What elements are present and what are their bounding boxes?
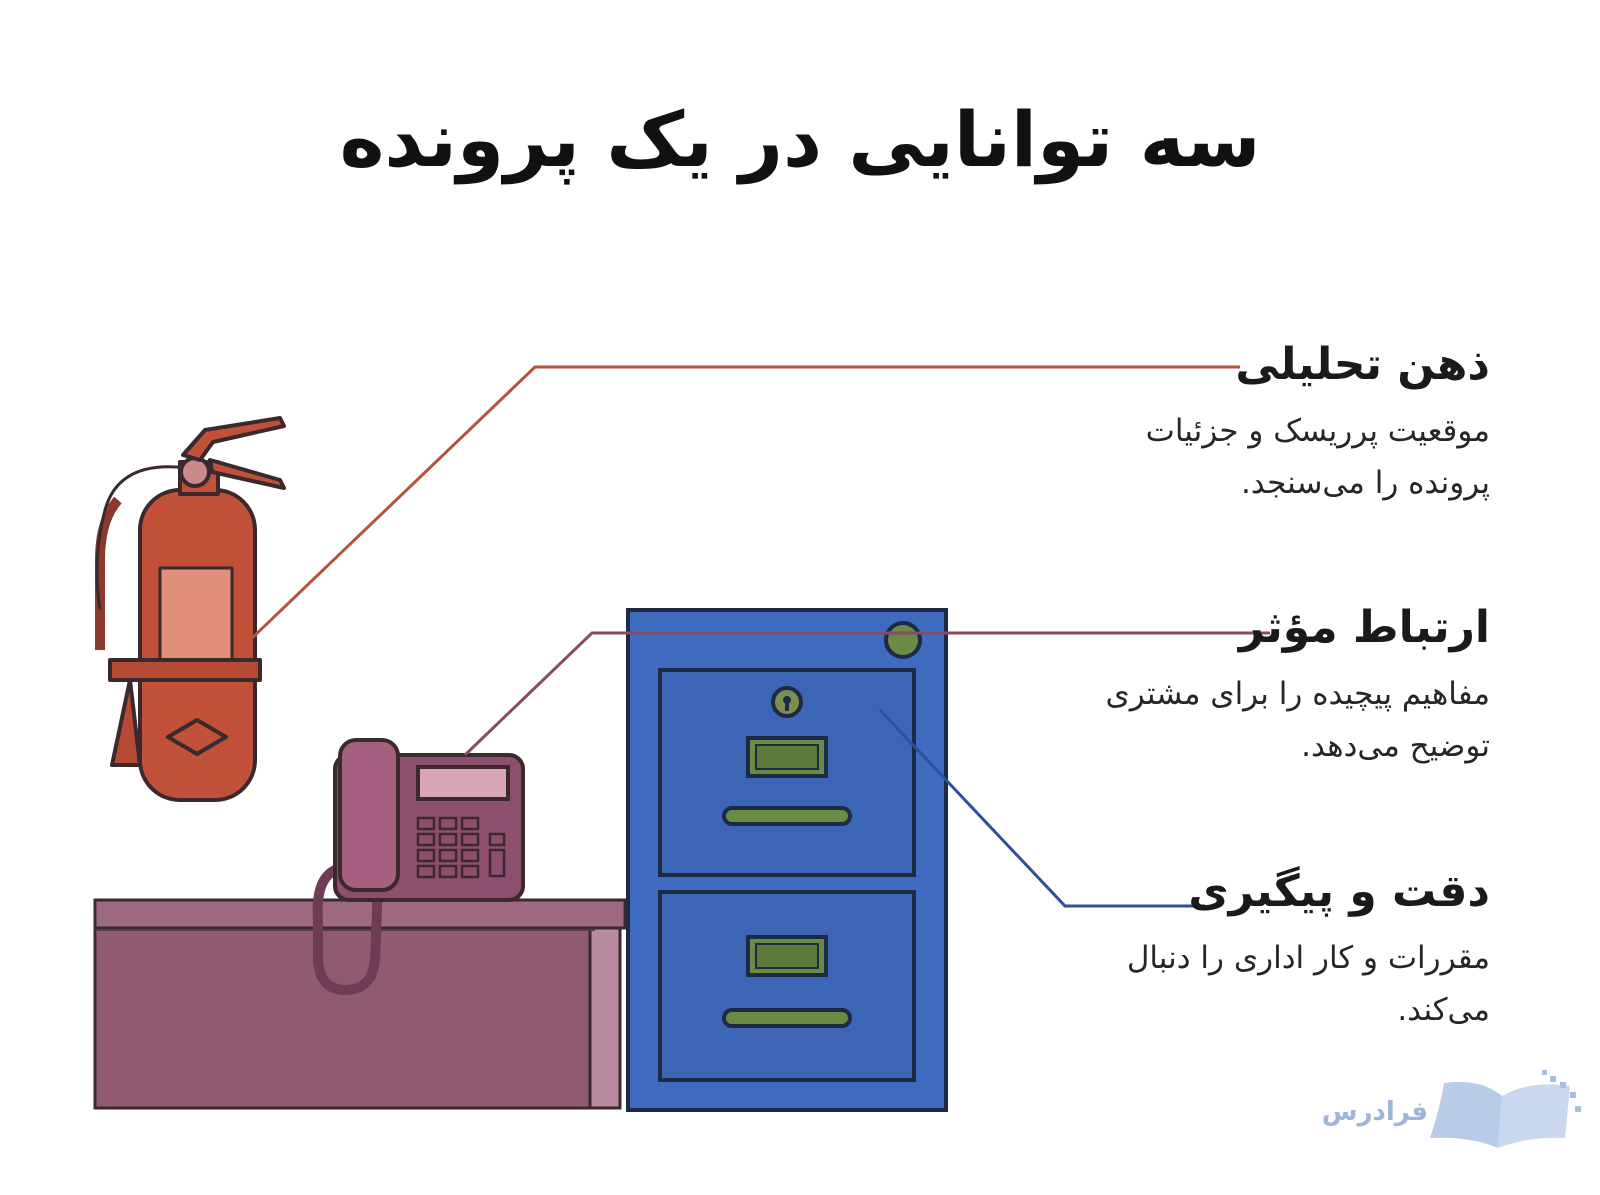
fire-extinguisher-icon: [95, 416, 286, 802]
desk-icon: [93, 898, 627, 1110]
callout-desc-line: مقررات و کار اداری را دنبال: [1126, 940, 1490, 976]
callout-title: ذهن تحلیلی: [1235, 339, 1490, 390]
callout-title: ارتباط مؤثر: [1238, 602, 1490, 653]
leader-line-analytical: [248, 365, 1240, 642]
filing-cabinet-icon: [626, 608, 948, 1112]
callout-desc-line: موقعیت پرریسک و جزئیات: [1145, 413, 1490, 449]
leader-line-accuracy: [878, 708, 1205, 908]
callout-effective-communication: ارتباط مؤثر مفاهیم پیچیده را برای مشتری …: [1030, 598, 1490, 772]
callout-accuracy-followup: دقت و پیگیری مقررات و کار اداری را دنبال…: [1070, 862, 1490, 1036]
page-title: سه توانایی در یک پرونده: [339, 95, 1261, 184]
leader-line-communication: [463, 631, 1270, 757]
logo-text: فرادرس: [1321, 1097, 1428, 1127]
callout-description: مقررات و کار اداری را دنبال می‌کند.: [1070, 932, 1490, 1036]
telephone-icon: [312, 738, 525, 996]
callout-desc-line: می‌کند.: [1397, 992, 1490, 1028]
callout-description: موقعیت پرریسک و جزئیات پرونده را می‌سنجد…: [1070, 405, 1490, 509]
callout-desc-line: توضیح می‌دهد.: [1301, 728, 1490, 764]
callout-desc-line: مفاهیم پیچیده را برای مشتری: [1105, 676, 1490, 712]
callout-title: دقت و پیگیری: [1188, 866, 1490, 917]
callout-description: مفاهیم پیچیده را برای مشتری توضیح می‌دهد…: [1030, 668, 1490, 772]
callout-desc-line: پرونده را می‌سنجد.: [1240, 465, 1490, 501]
callout-analytical-mind: ذهن تحلیلی موقعیت پرریسک و جزئیات پرونده…: [1070, 335, 1490, 509]
faradars-logo[interactable]: فرادرس: [1320, 1075, 1570, 1165]
open-book-logo-icon: [1430, 1070, 1581, 1148]
